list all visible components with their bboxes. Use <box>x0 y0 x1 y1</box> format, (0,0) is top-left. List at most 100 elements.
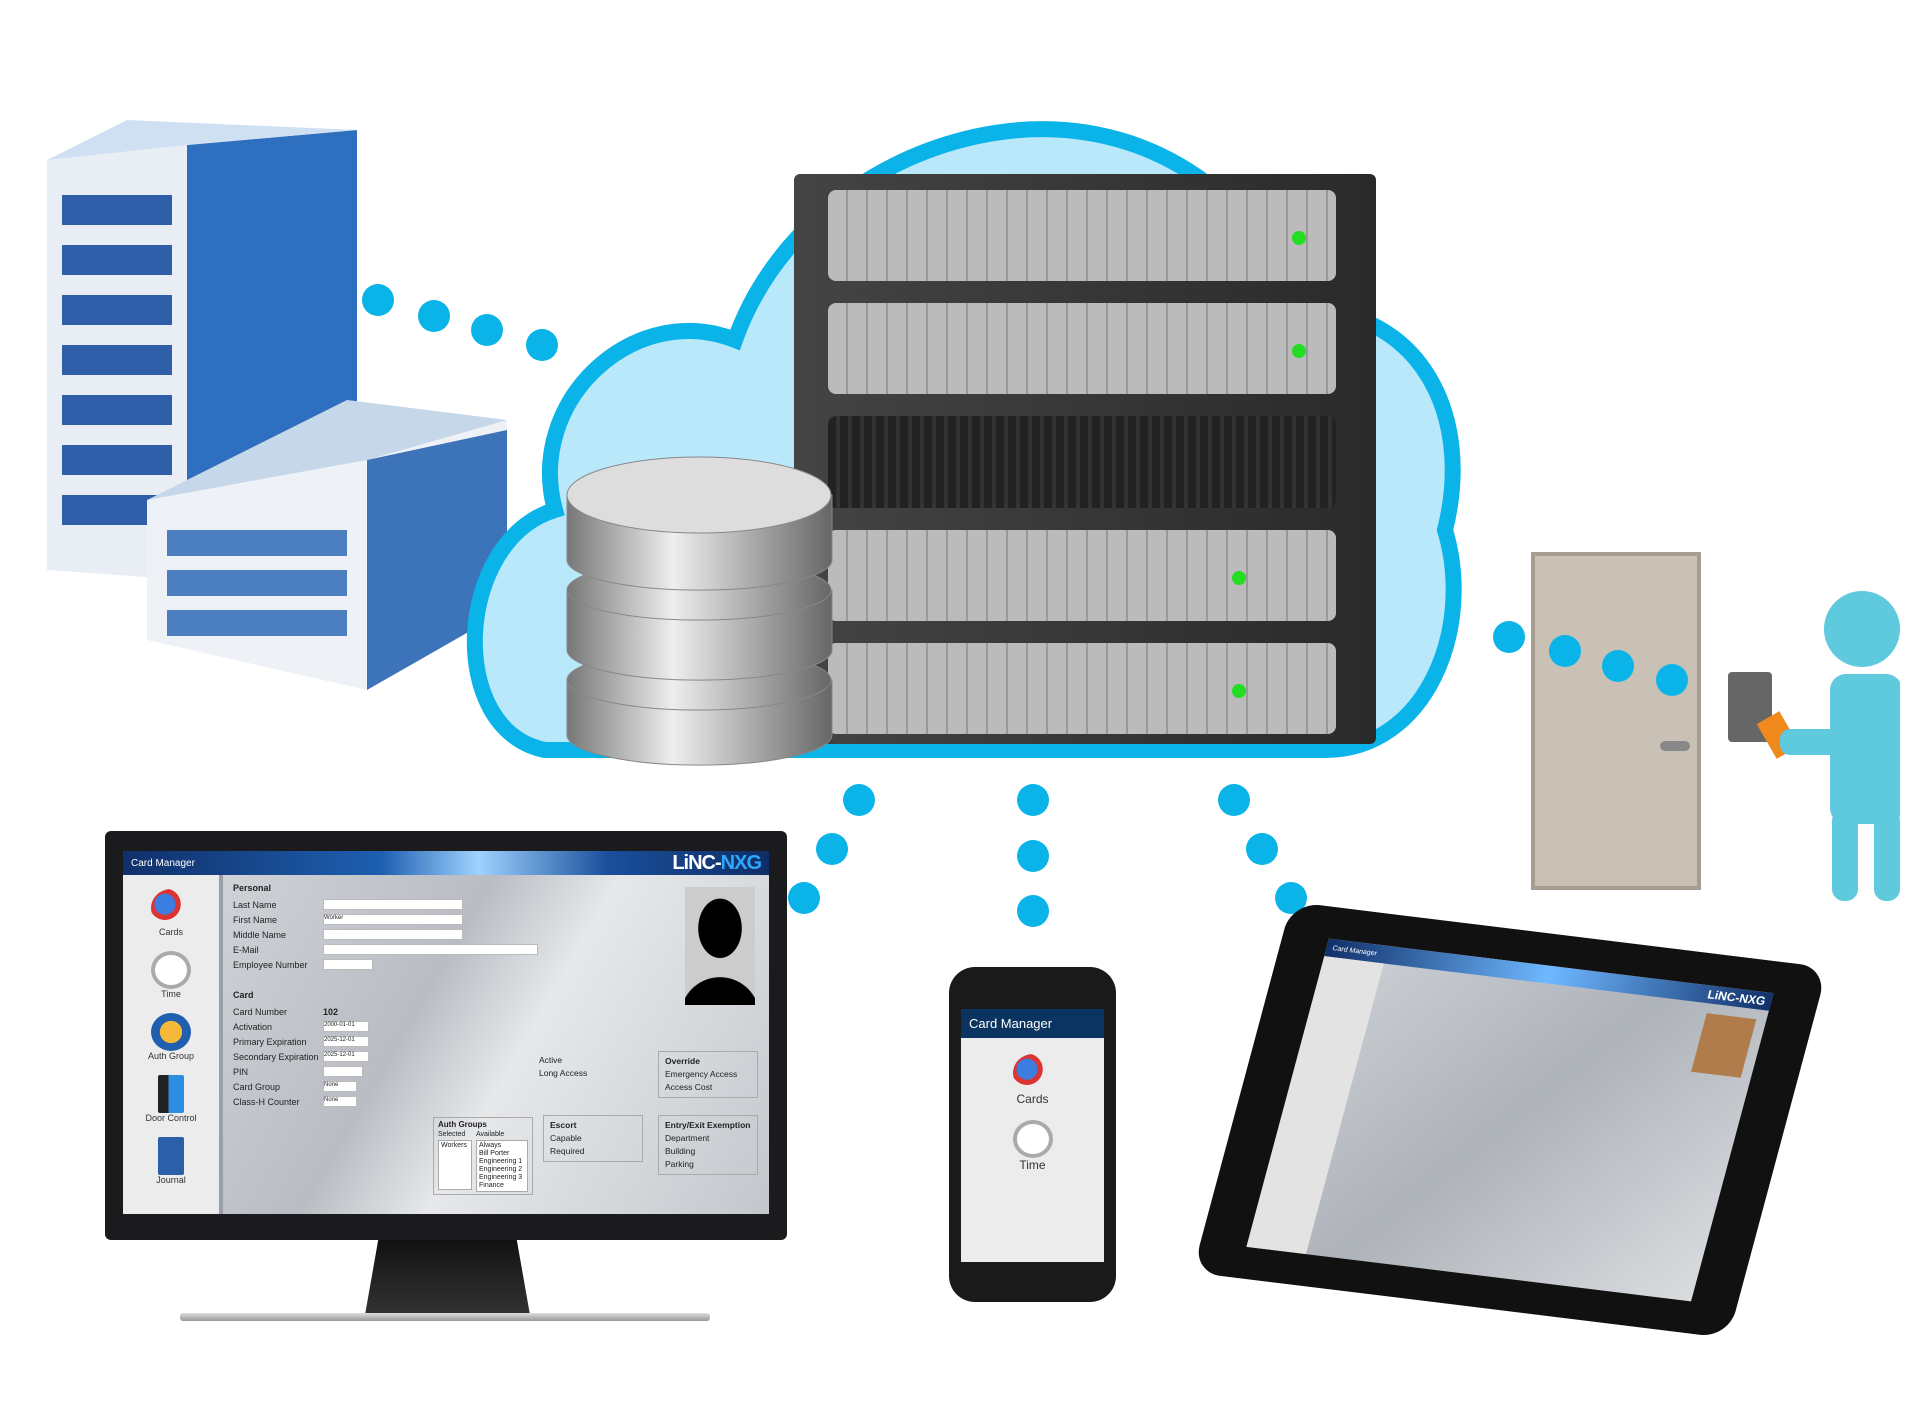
connector-dot <box>471 314 503 346</box>
email-input[interactable] <box>323 944 538 955</box>
clock-icon <box>1012 1120 1053 1158</box>
people-icon <box>1012 1054 1053 1092</box>
list-item[interactable]: Bill Porter <box>479 1150 510 1157</box>
class-h-select[interactable]: None <box>323 1096 357 1107</box>
required-radio[interactable]: Required <box>550 1146 585 1156</box>
list-item[interactable]: Finance <box>479 1182 504 1189</box>
window-title: Card Manager <box>131 857 195 869</box>
field-label: Card Group <box>233 1081 281 1092</box>
middle-name-input[interactable] <box>323 929 463 940</box>
office-building-icon <box>47 120 507 690</box>
pin-input[interactable] <box>323 1066 363 1077</box>
person-icon <box>1780 591 1900 901</box>
phone-icon: Card Manager Cards Time <box>949 967 1116 1302</box>
connector-dot <box>788 882 820 914</box>
database-icon <box>566 456 833 766</box>
field-label: Activation <box>233 1021 273 1032</box>
building-radio[interactable]: Building <box>665 1146 696 1156</box>
capable-radio[interactable]: Capable <box>550 1133 582 1143</box>
field-label: Secondary Expiration <box>233 1051 319 1062</box>
connector-dot <box>1246 833 1278 865</box>
selected-list[interactable]: Workers <box>438 1140 472 1190</box>
parking-radio[interactable]: Parking <box>665 1159 694 1169</box>
primary-expiration-input[interactable]: 2025-12-01 <box>323 1036 369 1047</box>
list-item[interactable]: Engineering 3 <box>479 1174 523 1181</box>
title-bar: Card Manager LiNC-NXG <box>123 851 769 875</box>
connector-dot <box>843 784 875 816</box>
field-label: Middle Name <box>233 929 287 940</box>
long-access-radio[interactable]: Long Access <box>539 1068 588 1078</box>
department-radio[interactable]: Department <box>665 1133 710 1143</box>
selected-label: Selected <box>438 1131 466 1138</box>
connector-dot <box>1218 784 1250 816</box>
activation-date-input[interactable]: 2000-01-01 <box>323 1021 369 1032</box>
last-name-input[interactable] <box>323 899 463 910</box>
nav-door-control[interactable]: Door Control <box>145 1075 197 1123</box>
list-item[interactable]: Engineering 2 <box>479 1166 523 1173</box>
nav-journal[interactable]: Journal <box>156 1137 186 1185</box>
auth-groups-heading: Auth Groups <box>438 1120 487 1129</box>
field-label: Card Number <box>233 1006 288 1017</box>
connector-dot <box>1017 840 1049 872</box>
photo-silhouette <box>685 887 755 1005</box>
status-led <box>1232 570 1246 585</box>
photo <box>1691 1013 1757 1078</box>
field-label: Primary Expiration <box>233 1036 307 1047</box>
monitor-base <box>180 1313 710 1321</box>
nav-auth-group[interactable]: Auth Group <box>148 1013 194 1061</box>
door-handle <box>1660 741 1690 751</box>
connector-dot <box>1602 650 1634 682</box>
card-group-select[interactable]: None <box>323 1081 357 1092</box>
card-number-value: 102 <box>323 1006 339 1017</box>
people-icon <box>151 889 191 927</box>
clock-icon <box>151 951 191 989</box>
personal-heading: Personal <box>233 883 272 893</box>
brand-logo: LiNC-NXG <box>672 851 762 874</box>
connector-dot <box>418 300 450 332</box>
list-item[interactable]: Engineering 1 <box>479 1158 523 1165</box>
phone-nav-time[interactable]: Time <box>961 1120 1104 1172</box>
employee-number-input[interactable] <box>323 959 373 970</box>
field-label: Employee Number <box>233 959 308 970</box>
connector-dot <box>1017 784 1049 816</box>
connector-dot <box>1493 621 1525 653</box>
phone-nav-cards[interactable]: Cards <box>961 1054 1104 1106</box>
card-heading: Card <box>233 990 254 1000</box>
status-led <box>1292 231 1306 246</box>
access-cost-radio[interactable]: Access Cost <box>665 1082 713 1092</box>
field-label: Class-H Counter <box>233 1096 300 1107</box>
list-item[interactable]: Always <box>479 1142 502 1149</box>
nav-cards[interactable]: Cards <box>151 889 191 937</box>
connector-dot <box>816 833 848 865</box>
status-led <box>1232 683 1246 698</box>
monitor-stand <box>365 1240 530 1315</box>
secondary-expiration-input[interactable]: 2025-12-01 <box>323 1051 369 1062</box>
field-label: E-Mail <box>233 944 259 955</box>
sidebar: Cards Time Auth Group Door Control Journ… <box>123 875 223 1214</box>
connector-dot <box>1549 635 1581 667</box>
server-rack-icon <box>794 174 1376 744</box>
connector-dot <box>1017 895 1049 927</box>
card-manager-screen: Card Manager LiNC-NXG Cards Time Auth Gr… <box>123 851 769 1214</box>
first-name-input[interactable]: Worker <box>323 914 463 925</box>
journal-icon <box>158 1137 184 1175</box>
auth-groups: Auth Groups Selected Available Workers Al… <box>433 1117 533 1195</box>
available-label: Available <box>476 1131 505 1138</box>
phone-title: Card Manager <box>961 1009 1104 1038</box>
nav-time[interactable]: Time <box>151 951 191 999</box>
group-icon <box>151 1013 191 1051</box>
phone-screen: Card Manager Cards Time <box>961 1009 1104 1262</box>
active-radio[interactable]: Active <box>539 1055 563 1065</box>
emergency-access-radio[interactable]: Emergency Access <box>665 1069 738 1079</box>
status-led <box>1292 344 1306 359</box>
list-item[interactable]: Workers <box>441 1142 467 1149</box>
